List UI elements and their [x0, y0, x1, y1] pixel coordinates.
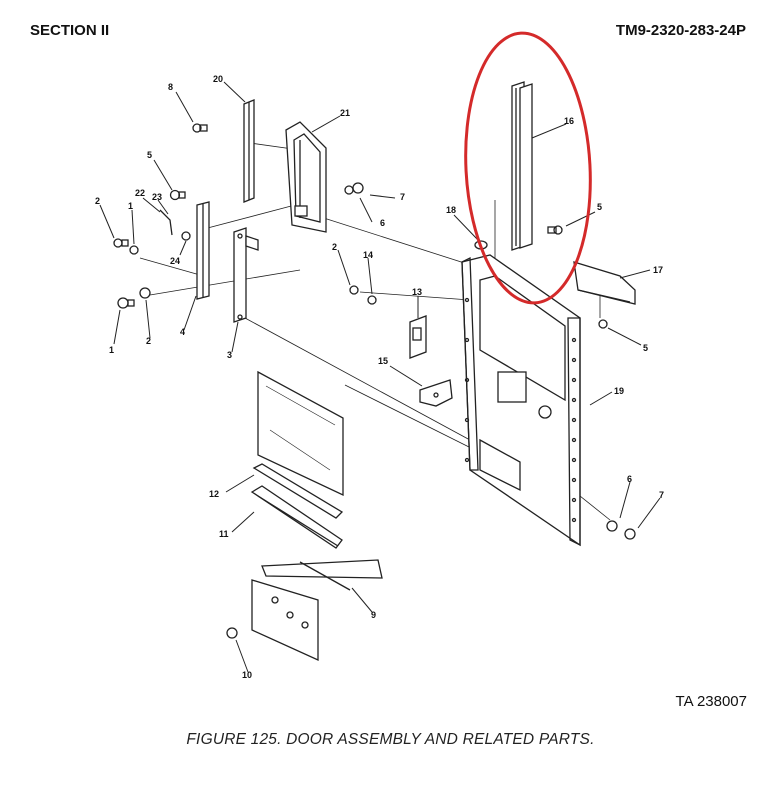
part-4-channel	[196, 201, 210, 300]
callout-8: 8	[168, 82, 173, 92]
callout-5b: 5	[597, 202, 602, 212]
callout-11: 11	[219, 529, 229, 539]
callout-5c: 5	[643, 343, 648, 353]
frame-holes	[464, 297, 577, 523]
callout-15: 15	[378, 356, 388, 366]
fasteners	[113, 123, 636, 639]
figure-reference: TA 238007	[675, 693, 747, 710]
callout-20: 20	[213, 74, 223, 84]
callout-22: 22	[135, 188, 145, 198]
callout-1b: 1	[109, 345, 114, 355]
callout-14: 14	[363, 250, 373, 260]
callout-5: 5	[147, 150, 152, 160]
callout-6: 6	[380, 218, 385, 228]
callout-3: 3	[227, 350, 232, 360]
part-13-hinge	[409, 315, 427, 359]
callout-7: 7	[400, 192, 405, 202]
figure-caption: FIGURE 125. DOOR ASSEMBLY AND RELATED PA…	[186, 731, 595, 748]
callout-16: 16	[564, 116, 574, 126]
leader-lines	[99, 81, 661, 673]
callout-10: 10	[242, 670, 252, 680]
part-3-bracket	[233, 227, 259, 323]
callout-6b: 6	[627, 474, 632, 484]
callout-23: 23	[152, 192, 162, 202]
callout-19: 19	[614, 386, 624, 396]
highlight-ellipse	[464, 31, 592, 305]
part-16-run-channel	[511, 81, 533, 251]
part-19-door-frame	[461, 254, 581, 547]
door-glass	[257, 370, 344, 497]
callout-21: 21	[340, 108, 350, 118]
section-label: SECTION II	[30, 22, 110, 39]
part-15-latch-bracket	[419, 379, 453, 407]
callout-2b: 2	[332, 242, 337, 252]
callout-2c: 2	[146, 336, 151, 346]
callout-24: 24	[170, 256, 180, 266]
callout-2: 2	[95, 196, 100, 206]
callout-4: 4	[180, 327, 185, 337]
part-9-window-regulator	[251, 559, 383, 662]
callout-18: 18	[446, 205, 456, 215]
manual-number: TM9-2320-283-24P	[615, 22, 746, 39]
part-12-glass-channel	[252, 463, 344, 519]
part-21-window-frame	[285, 121, 327, 233]
callout-1: 1	[128, 201, 133, 211]
callout-13: 13	[412, 287, 422, 297]
callout-9: 9	[371, 610, 376, 620]
callout-7b: 7	[659, 490, 664, 500]
part-17-bracket	[573, 261, 636, 305]
callout-labels: 8 20 21 5 22 23 2 1 24 7 6 2 14 13 15 16…	[95, 74, 664, 680]
part-11-regulator-channel	[250, 485, 343, 549]
callout-12: 12	[209, 489, 219, 499]
callout-17: 17	[653, 265, 663, 275]
part-20-glass-run-channel	[243, 99, 255, 203]
